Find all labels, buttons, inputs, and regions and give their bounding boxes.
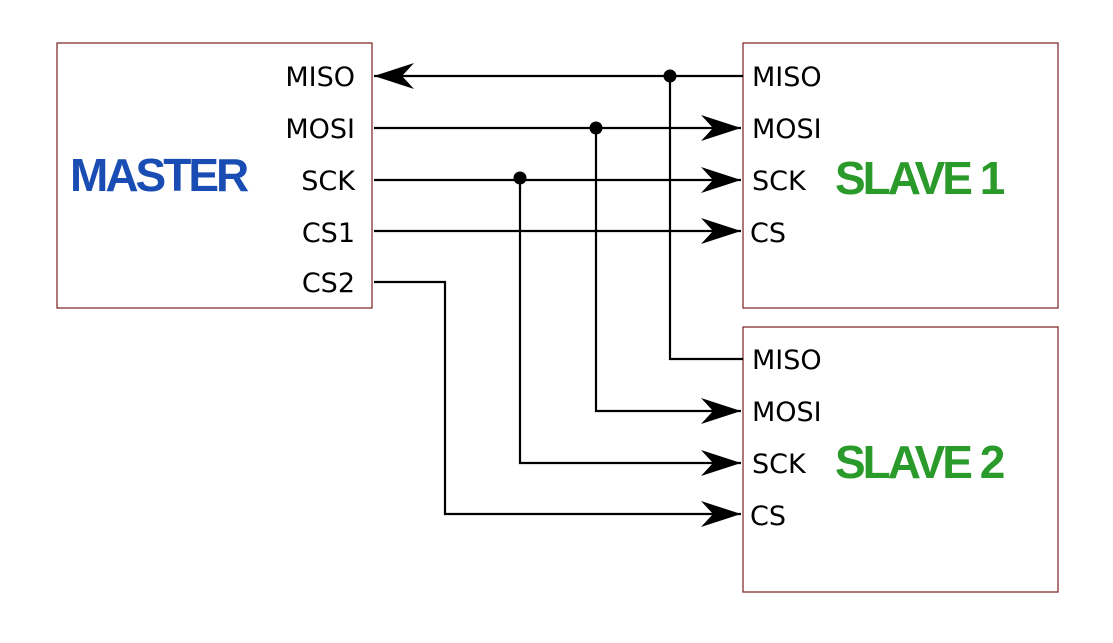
master-pin-sck: SCK <box>301 166 356 197</box>
slave2-box <box>742 326 1059 593</box>
slave2-title: SLAVE 2 <box>835 436 1004 488</box>
slave1-title: SLAVE 1 <box>835 152 1005 204</box>
wire-miso-slave2 <box>668 76 743 361</box>
wire-sck-slave2 <box>518 180 741 476</box>
slave1-pin-sck: SCK <box>752 166 807 197</box>
junction-mosi <box>589 121 603 135</box>
slave1-pin-miso: MISO <box>752 62 822 93</box>
master-pin-mosi: MOSI <box>285 114 355 145</box>
wire-mosi-slave2 <box>594 128 741 424</box>
master-pin-cs1: CS1 <box>302 218 355 249</box>
wire-cs2-slave2 <box>374 280 741 527</box>
slave2-pin-mosi: MOSI <box>752 397 822 428</box>
slave1-pin-mosi: MOSI <box>752 114 822 145</box>
slave1-pin-cs: CS <box>750 218 786 249</box>
master-box <box>56 42 373 309</box>
master-pin-miso: MISO <box>285 62 355 93</box>
slave2-pin-sck: SCK <box>752 449 807 480</box>
master-title: MASTER <box>70 149 249 201</box>
junction-miso <box>663 69 677 83</box>
slave1-box <box>742 42 1059 309</box>
junction-sck <box>513 171 527 185</box>
slave2-pin-miso: MISO <box>752 345 822 376</box>
master-pin-cs2: CS2 <box>302 268 355 299</box>
slave2-pin-cs: CS <box>750 501 786 532</box>
